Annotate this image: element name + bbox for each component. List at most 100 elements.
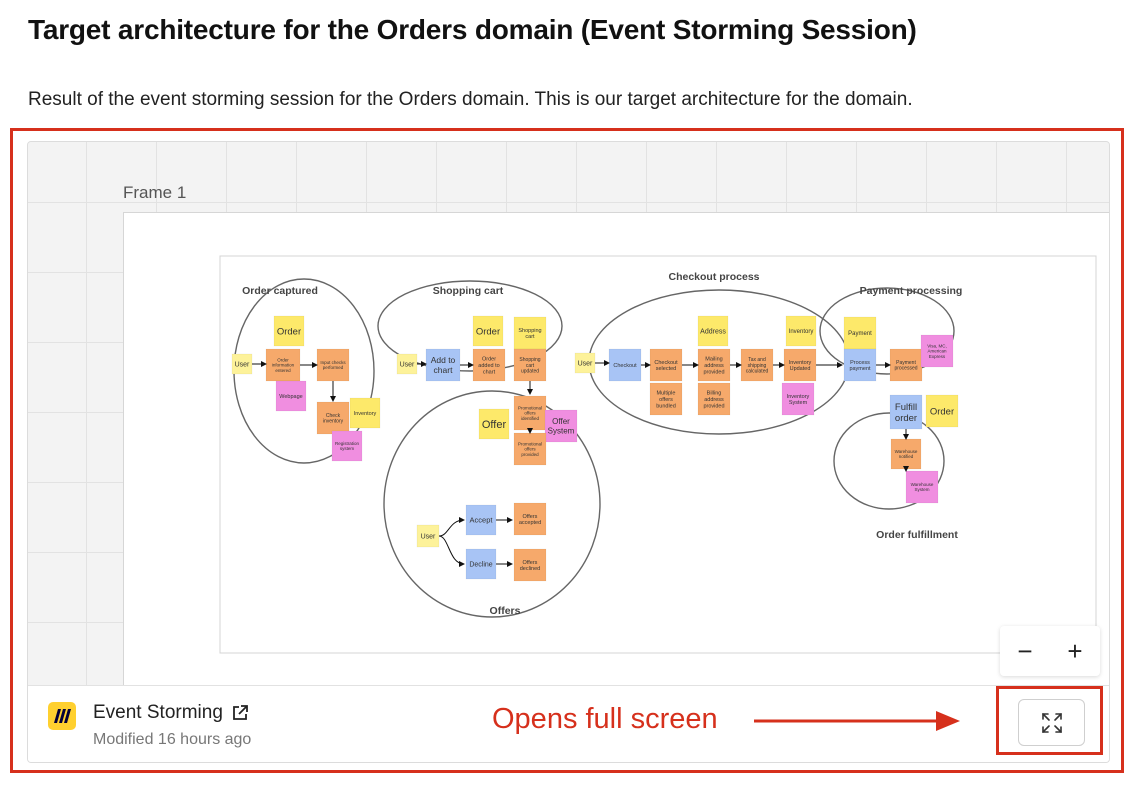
group-label: Order fulfillment <box>876 529 958 541</box>
sticky-note-text: Offer <box>482 419 507 431</box>
sticky-note <box>513 316 547 350</box>
zoom-out-button[interactable]: − <box>1017 636 1033 666</box>
event-storming-diagram: Order captured Shopping cart Checkout proc… <box>219 255 1097 654</box>
group-boundary <box>383 390 601 618</box>
sticky-note <box>513 395 547 431</box>
sticky-note-text: Address <box>700 328 726 335</box>
sticky-note <box>273 315 305 347</box>
group-label: Checkout process <box>668 271 759 283</box>
annotation-arrow-icon <box>754 711 960 731</box>
fullscreen-button[interactable] <box>1018 699 1085 746</box>
sticky-note-text: User <box>421 533 436 540</box>
sticky-note-text: Inventory <box>354 411 377 417</box>
group-label: Payment processing <box>860 285 963 297</box>
sticky-note <box>513 432 547 466</box>
frame-label[interactable]: Frame 1 <box>123 183 187 202</box>
zoom-controls: − + <box>1000 626 1100 676</box>
sticky-note <box>275 380 307 412</box>
annotation-highlight-frame <box>10 128 1124 773</box>
sticky-note <box>465 548 497 580</box>
sticky-note <box>649 382 683 416</box>
flow-arrow <box>438 535 465 567</box>
sticky-note-text: Inventory <box>789 329 814 335</box>
board-name[interactable]: Event Storming <box>93 702 223 723</box>
group-label: Shopping cart <box>433 285 504 297</box>
sticky-note-text: Order <box>277 326 301 337</box>
annotation-fullscreen-highlight <box>996 686 1103 755</box>
sticky-note-text: Webpage <box>279 394 302 400</box>
sticky-note <box>697 348 731 382</box>
board-modified-time: Modified 16 hours ago <box>93 731 252 748</box>
sticky-note <box>513 348 547 382</box>
sticky-note <box>478 408 510 440</box>
sticky-note <box>544 409 578 443</box>
sticky-note-text: Accept <box>470 516 494 525</box>
embed-footer: Event Storming Modified 16 hours ago <box>28 685 1109 762</box>
sticky-note <box>349 397 381 429</box>
sticky-note <box>316 401 350 435</box>
sticky-note-text: Order <box>476 326 500 337</box>
sticky-note <box>905 470 939 504</box>
sticky-note <box>781 382 815 416</box>
zoom-in-button[interactable]: + <box>1067 636 1083 666</box>
sticky-note-text: Payment <box>848 331 872 337</box>
sticky-note <box>472 315 504 347</box>
expand-icon <box>1041 712 1062 733</box>
miro-logo-icon <box>48 702 76 730</box>
sticky-note <box>843 348 877 382</box>
external-link-icon[interactable] <box>231 704 249 722</box>
sticky-note-text: Checkout <box>613 363 637 369</box>
group-label: Order captured <box>242 285 318 297</box>
sticky-note <box>649 348 683 382</box>
group-boundary <box>819 287 955 375</box>
sticky-note <box>925 394 959 428</box>
sticky-note-text: Order <box>930 406 954 417</box>
frame-board[interactable]: Order captured Shopping cart Checkout proc… <box>123 212 1109 685</box>
sticky-note-text: User <box>400 361 415 368</box>
group-boundary <box>377 280 563 372</box>
sticky-note <box>740 348 774 382</box>
sticky-note-text: Decline <box>469 561 492 568</box>
group-boundary <box>833 412 945 510</box>
sticky-note <box>697 315 729 347</box>
sticky-note <box>608 348 642 382</box>
sticky-note <box>697 382 731 416</box>
sticky-note <box>425 348 461 382</box>
sticky-note <box>920 334 954 368</box>
annotation-text: Opens full screen <box>492 703 718 735</box>
sticky-note <box>513 502 547 536</box>
flow-arrow <box>438 517 465 537</box>
page-description: Result of the event storming session for… <box>28 89 913 110</box>
board-name-link[interactable]: Event Storming <box>93 702 249 724</box>
page-title: Target architecture for the Orders domai… <box>28 14 917 45</box>
group-label: Offers <box>490 605 521 617</box>
